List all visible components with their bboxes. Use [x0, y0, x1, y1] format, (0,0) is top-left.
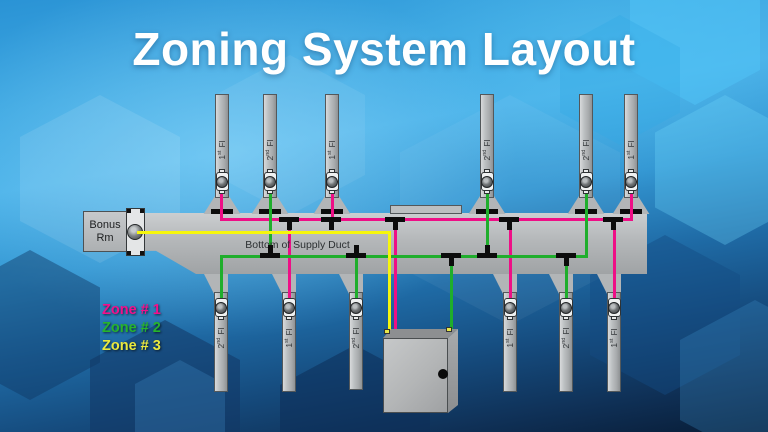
wire-tee-fitting	[279, 217, 299, 230]
legend-zone-2: Zone # 2	[102, 320, 161, 336]
wire-tee-fitting	[477, 245, 497, 258]
zone2-wire	[268, 186, 272, 255]
wire-tee-fitting	[346, 245, 366, 258]
bonus-room-box: Bonus Rm	[83, 211, 127, 252]
up-duct-2-label: 2ndFl	[265, 139, 275, 161]
zone1-wire	[330, 186, 334, 220]
up-duct-6-label: 1stFl	[626, 140, 636, 160]
hexagon-decoration	[215, 55, 365, 215]
zone1-wire	[220, 186, 223, 220]
zone2-wire	[219, 257, 223, 303]
zone1-wire	[612, 220, 616, 303]
hexagon-decoration	[0, 250, 100, 400]
damper-icon	[349, 298, 363, 320]
wire-terminal	[384, 329, 390, 334]
wire-tee-fitting	[441, 253, 461, 266]
damper-icon	[325, 169, 339, 194]
wire-tee-fitting	[556, 253, 576, 266]
down-duct-neck	[339, 274, 363, 294]
down-duct-3-label: 2ndFl	[351, 327, 361, 349]
legend-zone-1: Zone # 1	[102, 302, 161, 318]
zone3-wire-to-panel	[387, 230, 391, 334]
zone2-wire	[584, 186, 588, 255]
down-duct-1-label: 2ndFl	[216, 327, 226, 349]
damper-icon	[579, 169, 593, 194]
wire-tee-fitting	[499, 217, 519, 230]
up-duct-4-label: 2ndFl	[482, 139, 492, 161]
wire-tee-fitting	[385, 217, 405, 230]
damper-icon	[503, 298, 517, 320]
down-duct-6-label: 1stFl	[609, 328, 619, 348]
down-duct-4-label: 1stFl	[505, 328, 515, 348]
damper-icon	[624, 169, 638, 194]
zone3-wire-run	[137, 230, 391, 234]
supply-duct-label: Bottom of Supply Duct	[245, 239, 350, 251]
zone1-wire	[629, 186, 633, 220]
up-duct-5-label: 2ndFl	[581, 139, 591, 161]
zone1-wire	[287, 220, 291, 303]
zone2-wire-to-panel	[449, 257, 453, 331]
damper-icon	[480, 169, 494, 194]
down-duct-2-label: 1stFl	[284, 328, 294, 348]
damper-icon	[214, 298, 228, 320]
damper-icon	[607, 298, 621, 320]
up-duct-3-label: 1stFl	[327, 140, 337, 160]
supply-duct-raised-section	[390, 205, 462, 214]
hexagon-decoration	[655, 95, 768, 245]
control-panel-top	[383, 329, 458, 338]
damper-icon	[215, 169, 229, 194]
wire-tee-fitting	[321, 217, 341, 230]
control-panel-box	[383, 338, 448, 413]
zone2-wire	[564, 257, 568, 303]
zone2-wire-run	[219, 254, 588, 258]
bonus-room-label: Bonus Rm	[89, 218, 121, 244]
zone1-wire	[508, 220, 512, 303]
damper-icon	[263, 169, 277, 194]
zone1-wire-run	[220, 218, 633, 221]
down-duct-5-label: 2ndFl	[561, 327, 571, 349]
damper-icon	[282, 298, 296, 320]
page-title: Zoning System Layout	[132, 23, 636, 75]
wire-terminal	[446, 327, 452, 332]
zone2-wire	[485, 186, 489, 255]
knockout-hole-icon	[438, 369, 448, 379]
damper-icon	[559, 298, 573, 320]
down-duct-neck	[272, 274, 296, 294]
wire-tee-fitting	[260, 245, 280, 258]
wire-tee-fitting	[603, 217, 623, 230]
down-duct-neck	[204, 274, 228, 294]
control-panel-side	[448, 329, 458, 413]
zone2-wire	[354, 257, 358, 303]
up-duct-1-label: 1stFl	[217, 140, 227, 160]
legend-zone-3: Zone # 3	[102, 338, 161, 354]
zone-legend: Zone # 1 Zone # 2 Zone # 3	[102, 301, 161, 355]
zone1-wire-to-panel	[393, 220, 397, 333]
